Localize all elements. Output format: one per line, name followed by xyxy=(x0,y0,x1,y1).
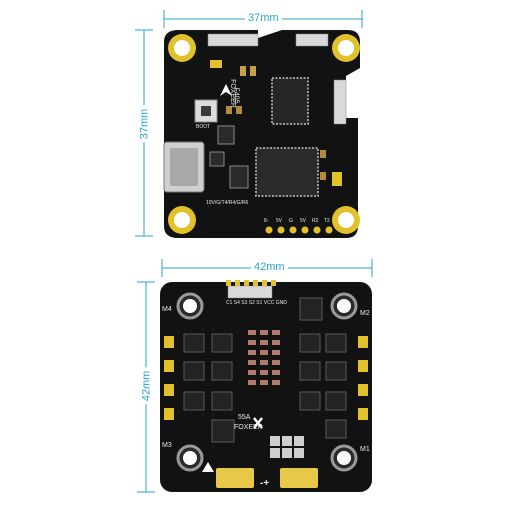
esc-connector-silk: C1 S4 S3 S2 S1 VCC GND xyxy=(226,300,287,306)
fc-boot-label: BOOT xyxy=(196,124,211,130)
esc-power-polarity: -+ xyxy=(260,478,270,489)
esc-resistor-grid xyxy=(248,330,280,385)
esc-power-pad-negative xyxy=(216,468,254,488)
fc-width-label: 37mm xyxy=(245,12,282,24)
fc-pad-label: G xyxy=(289,218,293,224)
esc-motor-pads-right xyxy=(358,336,368,420)
esc-power-pad-positive xyxy=(280,468,318,488)
fc-pad-labels: 8- 5V G 5V R2 T2 xyxy=(262,218,342,226)
esc-rating: 55A xyxy=(238,414,251,421)
esc-capacitors xyxy=(270,436,304,458)
esc-mosfets xyxy=(183,297,347,443)
fc-bottom-pads xyxy=(265,226,333,234)
fc-pad-label: R2 xyxy=(312,218,319,224)
esc-top-pins xyxy=(226,280,276,286)
fc-pad-label: 5V xyxy=(276,218,283,224)
esc-motor-label-m1: M1 xyxy=(360,446,370,453)
fc-pad-label: T2 xyxy=(324,218,330,224)
esc-width-label: 42mm xyxy=(251,261,288,273)
esc-mount-holes xyxy=(176,292,358,472)
fc-pad-label: 8- xyxy=(264,218,269,224)
esc-brand: FOXEER xyxy=(234,424,263,431)
esc-motor-label-m3: M3 xyxy=(162,442,172,449)
fc-bottom-silk: 10V/G/T4/R4/G/R6 xyxy=(206,200,249,206)
esc-motor-pads-left xyxy=(164,336,174,420)
fc-mount-holes xyxy=(168,34,360,234)
fc-pad-label: 5V xyxy=(300,218,307,224)
esc-motor-label-m4: M4 xyxy=(162,306,172,313)
esc-motor-label-m2: M2 xyxy=(360,310,370,317)
